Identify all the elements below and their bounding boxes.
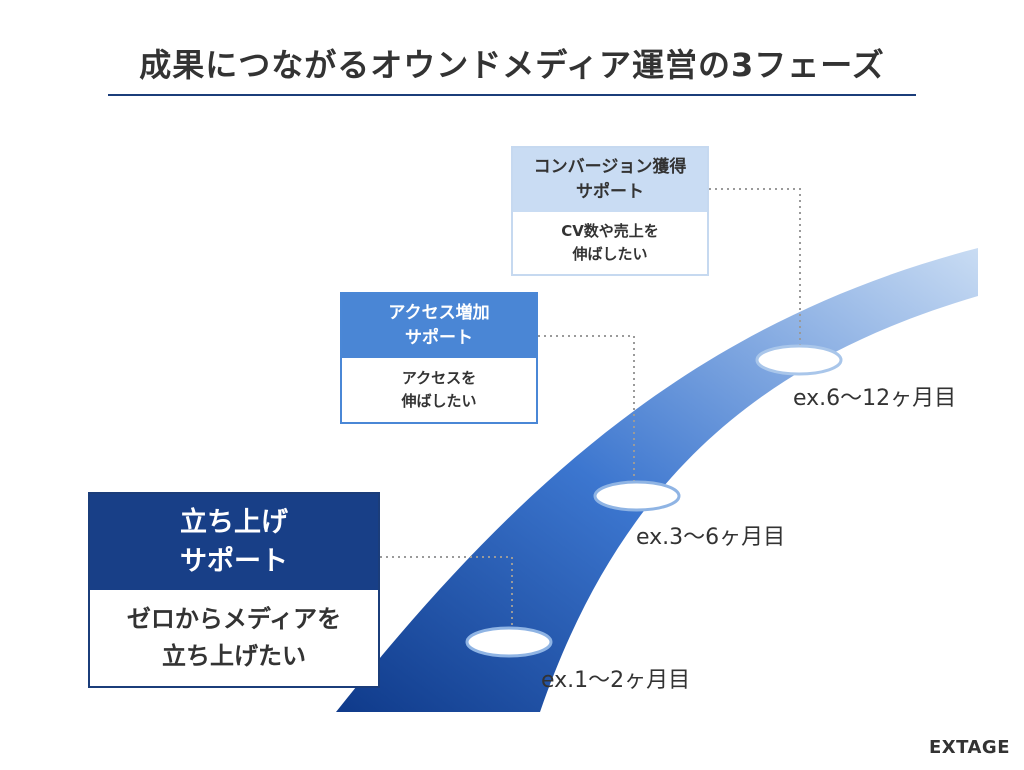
- phase-2-description: アクセスを 伸ばしたい: [401, 368, 477, 410]
- phase-3-period: ex.6〜12ヶ月目: [793, 386, 957, 411]
- phase-3-description: CV数や売上を 伸ばしたい: [561, 221, 659, 263]
- connector-phase-1: [380, 556, 513, 634]
- phase-2-period: ex.3〜6ヶ月目: [636, 525, 786, 550]
- phase-1-period: ex.1〜2ヶ月目: [541, 668, 691, 693]
- title-underline: [108, 94, 916, 96]
- milestone-1: [465, 626, 553, 658]
- phase-2-card: アクセス増加 サポート アクセスを 伸ばしたい: [340, 292, 538, 424]
- phase-3-heading: コンバージョン獲得 サポート: [513, 148, 707, 212]
- phase-1-card: 立ち上げ サポート ゼロからメディアを 立ち上げたい: [88, 492, 380, 688]
- milestone-3: [755, 344, 843, 376]
- phase-1-heading: 立ち上げ サポート: [90, 494, 378, 590]
- extage-logo: EXTAGE: [928, 737, 1010, 758]
- phase-3-card: コンバージョン獲得 サポート CV数や売上を 伸ばしたい: [511, 146, 709, 276]
- connector-phase-3: [709, 188, 801, 350]
- phase-2-heading: アクセス増加 サポート: [342, 294, 536, 358]
- page-title: 成果につながるオウンドメディア運営の3フェーズ: [139, 46, 885, 84]
- phase-1-description: ゼロからメディアを 立ち上げたい: [126, 604, 342, 670]
- connector-phase-2: [538, 335, 635, 488]
- milestone-2: [593, 480, 681, 512]
- road-band: [336, 248, 978, 712]
